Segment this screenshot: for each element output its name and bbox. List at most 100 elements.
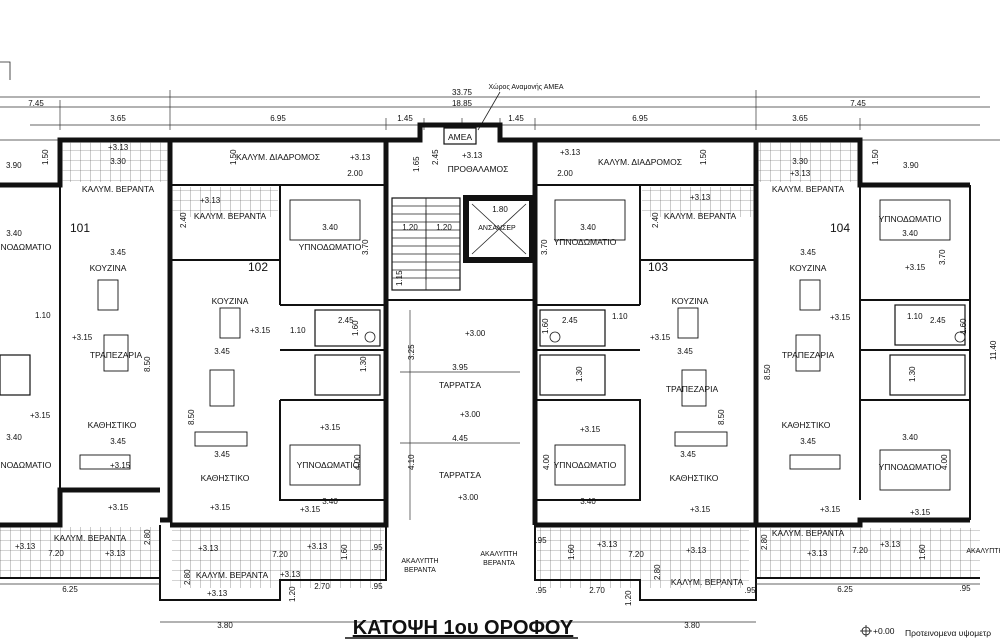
dim-bed-104-b: 3.40 [902,433,918,442]
dim-bed-102-a: 3.40 [322,223,338,232]
dim-bath-h-103: 1.30 [575,366,584,382]
sofas [79,431,841,470]
svg-text:+3.15: +3.15 [108,503,129,512]
dim-hall-103: 1.10 [612,312,628,321]
svg-text:+3.15: +3.15 [320,423,341,432]
bathrooms [0,304,966,396]
dining-104: ΤΡΑΠΕΖΑΡΙΑ [782,350,835,360]
dim-corridor-left: 2.00 [347,169,363,178]
dim-veranda-h-102: 2.40 [179,212,188,228]
bedroom-103-b: ΥΠΝΟΔΩΜΑΤΙΟ [554,460,617,470]
dim-bed-h-104: 3.70 [938,249,947,265]
staircase [391,197,461,291]
dim-bottom-280-a: 2.80 [143,529,152,545]
svg-text:+3.15: +3.15 [820,505,841,514]
svg-text:+3.15: +3.15 [110,461,131,470]
elevator-label: ΑΝΣΑΝΣΕΡ [478,225,516,232]
veranda-outlines [0,525,980,601]
svg-text:+3.13: +3.13 [307,542,328,551]
level-veranda-103: +3.13 [690,193,711,202]
dim-bottom-625-left: 6.25 [62,585,78,594]
dim-elevator: 1.80 [492,205,508,214]
level-veranda-101: +3.13 [108,143,129,152]
dim-stair-1: 1.20 [402,223,418,232]
dim-bed-103-b: 3.40 [580,497,596,506]
bedroom-101-a: ΥΠΝΟΔΩΜΑΤΙΟ [0,242,52,252]
level-terrace-2: +3.00 [460,410,481,419]
dim-center: 18.85 [452,99,473,108]
dim-hall-102: 1.10 [290,326,306,335]
dim-living-102: 3.45 [214,450,230,459]
dim-bottom-720-left: 7.20 [48,549,64,558]
dim-bed-h-103: 3.70 [540,239,549,255]
dim-bath-v-102: 1.60 [351,320,360,336]
level-terrace-1: +3.00 [465,329,486,338]
svg-text:+3.15: +3.15 [72,333,93,342]
unit-101: 101 [70,221,90,235]
kitchen-island-103 [677,307,699,339]
open-veranda-right-2: ΒΕΡΑΝΤΑ [483,560,515,567]
level-corridor-left: +3.13 [350,153,371,162]
dim-bottom-095-d: .95 [535,536,547,545]
dim-top-5: 6.95 [632,114,648,123]
veranda-label-103-bottom: ΚΑΛΥΜ. ΒΕΡΑΝΤΑ [671,577,744,587]
dim-bed-104-a: 3.40 [902,229,918,238]
svg-text:+3.15: +3.15 [300,505,321,514]
svg-text:+3.13: +3.13 [105,549,126,558]
svg-text:+3.13: +3.13 [280,570,301,579]
svg-text:+3.13: +3.13 [198,544,219,553]
bedroom-104-b: ΥΠΝΟΔΩΜΑΤΙΟ [879,462,942,472]
bedroom-101-b: ΥΠΝΟΔΩΜΑΤΙΟ [0,460,52,470]
kitchen-island-102 [219,307,241,339]
dim-bath-102: 2.45 [338,316,354,325]
kitchen-102: ΚΟΥΖΙΝΑ [212,296,249,306]
veranda-label-103-top: ΚΑΛΥΜ. ΒΕΡΑΝΤΑ [664,211,737,221]
dim-bed-h2-104: 4.00 [940,454,949,470]
dim-bottom-095-f: .95 [959,584,971,593]
dim-bottom-380-left: 3.80 [217,621,233,630]
level-terrace-3: +3.00 [458,493,479,502]
terrace-label-1: ΤΑΡΡΑΤΣΑ [439,380,481,390]
living-102: ΚΑΘΗΣΤΙΚΟ [201,473,250,483]
terrace-label-2: ΤΑΡΡΑΤΣΑ [439,470,481,480]
dim-top-4: 1.45 [508,114,524,123]
dim-stair-top: 1.65 [412,156,421,172]
living-101: ΚΑΘΗΣΤΙΚΟ [88,420,137,430]
dining-tables [103,334,821,407]
corridor-label-right: ΚΑΛΥΜ. ΔΙΑΔΡΟΜΟΣ [598,157,682,167]
open-veranda-far-right: ΑΚΑΛΥΠΤΗ [966,548,1000,555]
level-veranda-102: +3.13 [200,196,221,205]
veranda-label-102-bottom: ΚΑΛΥΜ. ΒΕΡΑΝΤΑ [196,570,269,580]
dim-bed-101-a: 3.40 [6,229,22,238]
kitchen-104: ΚΟΥΖΙΝΑ [790,263,827,273]
dim-terrace-width-2: 4.45 [452,434,468,443]
dim-bottom-095-e: .95 [744,586,756,595]
open-veranda-left-1: ΑΚΑΛΥΠΤΗ [401,558,438,565]
svg-text:+3.15: +3.15 [210,503,231,512]
open-veranda-right-1: ΑΚΑΛΥΠΤΗ [480,551,517,558]
svg-text:+3.15: +3.15 [905,263,926,272]
dim-bottom-160-b: 1.60 [567,544,576,560]
dim-top-3: 1.45 [397,114,413,123]
amea-label: ΑΜΕΑ [448,132,472,142]
dim-bath-v-104: 1.60 [959,318,968,334]
dim-bath-v-103: 1.60 [541,318,550,334]
dim-corr-h-right: 1.50 [699,149,708,165]
dim-right: 7.45 [850,99,866,108]
dim-kitchen-101: 3.45 [110,248,126,257]
dining-101: ΤΡΑΠΕΖΑΡΙΑ [90,350,143,360]
veranda-label-101-top: ΚΑΛΥΜ. ΒΕΡΑΝΤΑ [82,184,155,194]
kitchen-103: ΚΟΥΖΙΝΑ [672,296,709,306]
dim-bath-h-104: 1.30 [908,366,917,382]
dim-prothalamos-h: 2.45 [431,149,440,165]
bedroom-103-a: ΥΠΝΟΔΩΜΑΤΙΟ [554,237,617,247]
dim-bottom-625-right: 6.25 [837,585,853,594]
open-veranda-left-2: ΒΕΡΑΝΤΑ [404,567,436,574]
dim-bottom-280-b: 2.80 [183,569,192,585]
dim-len-101: 8.50 [143,356,152,372]
unit-102: 102 [248,260,268,274]
dim-terrace-h1: 3.25 [407,344,416,360]
bedroom-102-a: ΥΠΝΟΔΩΜΑΤΙΟ [299,242,362,252]
dim-bottom-720-c1: 7.20 [272,550,288,559]
